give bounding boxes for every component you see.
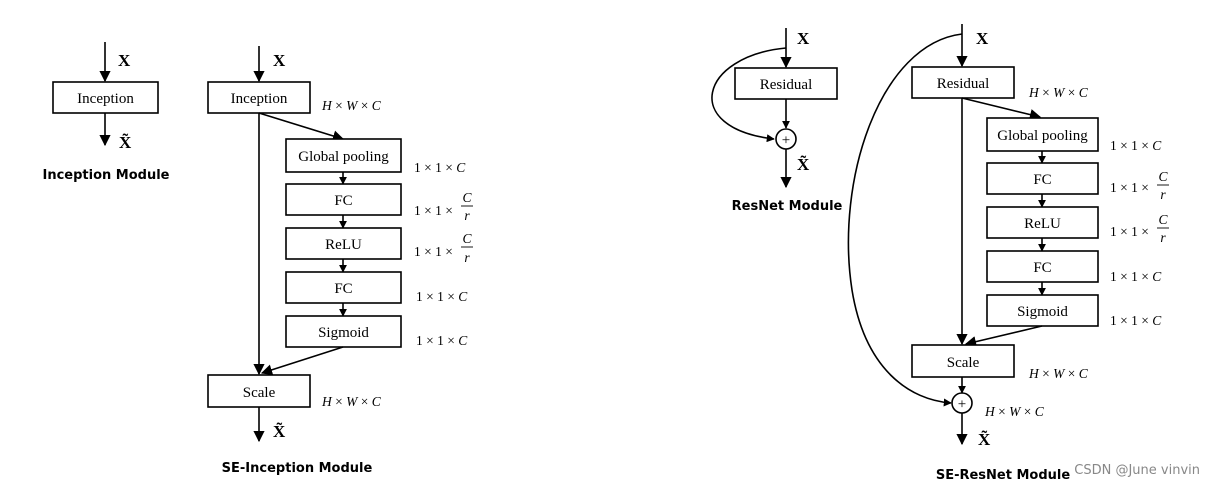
se-resnet-fc1-dim-den: r bbox=[1160, 187, 1166, 202]
se-inception-relu-dim-num: C bbox=[462, 231, 472, 246]
se-resnet-merge-arrow bbox=[964, 325, 1043, 348]
se-resnet-residual-label: Residual bbox=[937, 76, 990, 92]
watermark-text: CSDN @June vinvin bbox=[1074, 463, 1200, 478]
se-inception-pool-dim: 1 × 1 × C bbox=[414, 160, 466, 175]
se-inception-inception-dim: H × W × C bbox=[321, 98, 382, 113]
inception-module-title: Inception Module bbox=[42, 168, 169, 183]
se-inception-fc2-label: FC bbox=[334, 281, 352, 297]
se-resnet-sigmoid-label: Sigmoid bbox=[1017, 304, 1068, 320]
se-inception-sigmoid-dim: 1 × 1 × C bbox=[416, 333, 468, 348]
se-inception-input-var: X bbox=[273, 51, 286, 70]
se-resnet-input-var: X bbox=[976, 29, 989, 48]
inception-output-var: X̃ bbox=[119, 132, 132, 152]
inception-module: X Inception X̃ Inception Module bbox=[42, 42, 170, 183]
inception-input-var: X bbox=[118, 51, 131, 70]
se-inception-module: X Inception H × W × C Global pooling 1 ×… bbox=[207, 46, 473, 476]
se-inception-inception-box bbox=[207, 81, 311, 114]
se-inception-scale-label: Scale bbox=[243, 385, 276, 401]
se-inception-relu-dim-den: r bbox=[464, 250, 470, 265]
resnet-output-var: X̃ bbox=[797, 154, 810, 174]
se-resnet-add-symbol: + bbox=[958, 397, 966, 413]
se-resnet-scale-label: Scale bbox=[947, 355, 980, 371]
se-resnet-scale-dim: H × W × C bbox=[1028, 366, 1089, 381]
se-inception-relu-box bbox=[285, 227, 402, 260]
se-resnet-fc1-dim: 1 × 1 × C r bbox=[1110, 169, 1169, 202]
se-resnet-fc2-box bbox=[986, 250, 1099, 283]
se-inception-fc1-label: FC bbox=[334, 193, 352, 209]
resnet-skip-curve bbox=[711, 47, 787, 143]
se-resnet-skip-curve bbox=[847, 33, 963, 407]
se-resnet-relu-label: ReLU bbox=[1024, 216, 1061, 232]
se-resnet-relu-dim-den: r bbox=[1160, 230, 1166, 245]
se-resnet-sigmoid-dim: 1 × 1 × C bbox=[1110, 313, 1162, 328]
se-inception-fc1-box bbox=[285, 183, 402, 216]
se-inception-relu-label: ReLU bbox=[325, 237, 362, 253]
se-resnet-branch-arrow bbox=[961, 97, 1042, 121]
se-inception-fc1-dim-num: C bbox=[462, 190, 472, 205]
se-resnet-module-title: SE-ResNet Module bbox=[936, 468, 1071, 483]
se-inception-pool-label: Global pooling bbox=[298, 149, 389, 165]
se-resnet-fc2-dim: 1 × 1 × C bbox=[1110, 269, 1162, 284]
se-resnet-relu-dim: 1 × 1 × C r bbox=[1110, 212, 1169, 245]
se-inception-scale-dim: H × W × C bbox=[321, 394, 382, 409]
se-resnet-pool-dim: 1 × 1 × C bbox=[1110, 138, 1162, 153]
inception-box-label: Inception bbox=[77, 91, 134, 107]
se-inception-output-var: X̃ bbox=[273, 421, 286, 441]
se-resnet-fc1-dim-num: C bbox=[1158, 169, 1168, 184]
se-resnet-relu-box bbox=[986, 206, 1099, 239]
resnet-module: X Residual + X̃ ResNet Module bbox=[711, 28, 843, 214]
se-inception-relu-dim-main: 1 × 1 × bbox=[414, 244, 453, 259]
se-resnet-module: X Residual H × W × C Global pooling 1 × … bbox=[847, 24, 1169, 483]
resnet-module-title: ResNet Module bbox=[732, 199, 843, 214]
se-inception-inception-label: Inception bbox=[231, 91, 288, 107]
se-resnet-plus-dim: H × W × C bbox=[984, 404, 1045, 419]
se-inception-fc2-dim: 1 × 1 × C bbox=[416, 289, 468, 304]
resnet-residual-label: Residual bbox=[760, 77, 813, 93]
se-resnet-sigmoid-box bbox=[986, 294, 1099, 327]
se-resnet-fc1-box bbox=[986, 162, 1099, 195]
se-resnet-residual-dim: H × W × C bbox=[1028, 85, 1089, 100]
se-inception-sigmoid-label: Sigmoid bbox=[318, 325, 369, 341]
se-inception-merge-arrow bbox=[260, 346, 344, 376]
se-inception-fc1-dim: 1 × 1 × C r bbox=[414, 190, 473, 223]
se-inception-fc1-dim-main: 1 × 1 × bbox=[414, 203, 453, 218]
se-inception-relu-dim: 1 × 1 × C r bbox=[414, 231, 473, 265]
se-resnet-pool-box bbox=[986, 117, 1099, 152]
se-resnet-pool-label: Global pooling bbox=[997, 128, 1088, 144]
resnet-input-var: X bbox=[797, 29, 810, 48]
se-inception-pool-box bbox=[285, 138, 402, 173]
se-resnet-fc1-dim-main: 1 × 1 × bbox=[1110, 180, 1149, 195]
se-inception-branch-arrow bbox=[258, 112, 345, 142]
resnet-add-symbol: + bbox=[782, 133, 790, 149]
resnet-residual-box bbox=[734, 67, 838, 100]
se-resnet-output-var: X̃ bbox=[978, 429, 991, 449]
se-resnet-fc2-label: FC bbox=[1033, 260, 1051, 276]
se-inception-fc1-dim-den: r bbox=[464, 208, 470, 223]
se-resnet-fc1-label: FC bbox=[1033, 172, 1051, 188]
se-resnet-relu-dim-num: C bbox=[1158, 212, 1168, 227]
se-resnet-relu-dim-main: 1 × 1 × bbox=[1110, 224, 1149, 239]
se-resnet-scale-box bbox=[911, 344, 1015, 378]
se-inception-module-title: SE-Inception Module bbox=[222, 461, 373, 476]
se-inception-sigmoid-box bbox=[285, 315, 402, 348]
